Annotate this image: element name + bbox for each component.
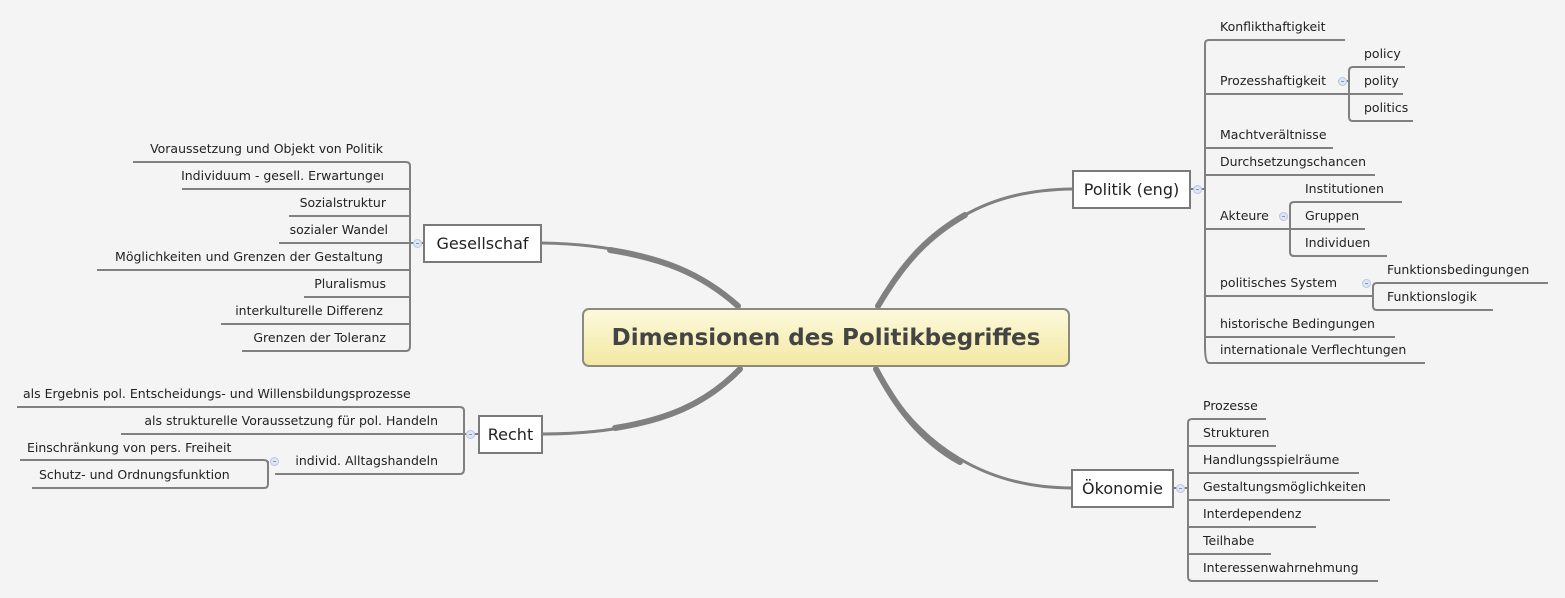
subtopic[interactable]: historische Bedingungen: [1220, 316, 1375, 331]
collapse-icon[interactable]: [270, 457, 279, 466]
subtopic[interactable]: Funktionsbedingungen: [1387, 262, 1530, 277]
subtopic[interactable]: Grenzen der Toleranz: [253, 330, 386, 345]
collapse-icon[interactable]: [1362, 279, 1371, 288]
collapse-icon[interactable]: [1338, 77, 1347, 86]
subtopic[interactable]: Individuen: [1305, 235, 1371, 250]
collapse-icon[interactable]: [1193, 185, 1202, 194]
subtopic[interactable]: Gestaltungsmöglichkeiten: [1203, 479, 1367, 494]
subtopic[interactable]: individ. Alltagshandeln: [295, 453, 438, 468]
topic-label: Ökonomie: [1082, 479, 1163, 498]
topic-label: Gesellschaf: [436, 234, 529, 253]
subtopic[interactable]: Pluralismus: [314, 276, 386, 291]
topic-label: Recht: [487, 425, 534, 444]
subtopic[interactable]: politisches System: [1220, 275, 1337, 290]
topic-oekonomie[interactable]: Ökonomie: [1071, 469, 1174, 508]
topic-politik[interactable]: Politik (eng): [1072, 170, 1191, 209]
collapse-icon[interactable]: [1176, 484, 1185, 493]
subtopic[interactable]: Prozesse: [1203, 398, 1258, 413]
topic-recht[interactable]: Recht: [478, 415, 543, 454]
subtopic[interactable]: Teilhabe: [1203, 533, 1255, 548]
subtopic[interactable]: Einschränkung von pers. Freiheit: [27, 440, 232, 455]
subtopic[interactable]: policy: [1364, 46, 1401, 61]
subtopic[interactable]: Konflikthaftigkeit: [1220, 19, 1326, 34]
subtopic[interactable]: politics: [1364, 100, 1409, 115]
subtopic[interactable]: sozialer Wandel: [289, 222, 388, 237]
subtopic[interactable]: Interessenwahrnehmung: [1203, 560, 1359, 575]
subtopic[interactable]: Machtverältnisse: [1220, 127, 1327, 142]
subtopic[interactable]: interkulturelle Differenz: [235, 303, 383, 318]
subtopic[interactable]: internationale Verflechtungen: [1220, 342, 1407, 357]
subtopic[interactable]: Handlungsspielräume: [1203, 452, 1340, 467]
subtopic[interactable]: Institutionen: [1305, 181, 1384, 196]
subtopic[interactable]: Voraussetzung und Objekt von Politik: [150, 141, 383, 156]
subtopic[interactable]: Interdependenz: [1203, 506, 1302, 521]
subtopic[interactable]: Funktionslogik: [1387, 289, 1477, 304]
central-topic-label: Dimensionen des Politikbegriffes: [611, 324, 1041, 351]
subtopic[interactable]: Sozialstruktur: [299, 195, 386, 210]
collapse-icon[interactable]: [413, 239, 422, 248]
subtopic[interactable]: Schutz- und Ordnungsfunktion: [39, 467, 230, 482]
subtopic[interactable]: Gruppen: [1305, 208, 1360, 223]
topic-gesellschaft[interactable]: Gesellschaf: [423, 224, 542, 263]
topic-label: Politik (eng): [1083, 180, 1180, 199]
subtopic[interactable]: Durchsetzungschancen: [1220, 154, 1367, 169]
collapse-icon[interactable]: [1279, 212, 1288, 221]
central-topic[interactable]: Dimensionen des Politikbegriffes: [582, 308, 1070, 367]
subtopic[interactable]: Akteure: [1220, 208, 1269, 223]
subtopic[interactable]: Individuum - gesell. Erwartungeı: [181, 168, 384, 183]
collapse-icon[interactable]: [466, 430, 475, 439]
subtopic[interactable]: als strukturelle Voraussetzung für pol. …: [144, 413, 438, 428]
subtopic[interactable]: Prozesshaftigkeit: [1220, 73, 1327, 88]
subtopic[interactable]: Strukturen: [1203, 425, 1270, 440]
subtopic[interactable]: Möglichkeiten und Grenzen der Gestaltung: [115, 249, 383, 264]
subtopic[interactable]: polity: [1364, 73, 1399, 88]
subtopic[interactable]: als Ergebnis pol. Entscheidungs- und Wil…: [23, 386, 411, 401]
